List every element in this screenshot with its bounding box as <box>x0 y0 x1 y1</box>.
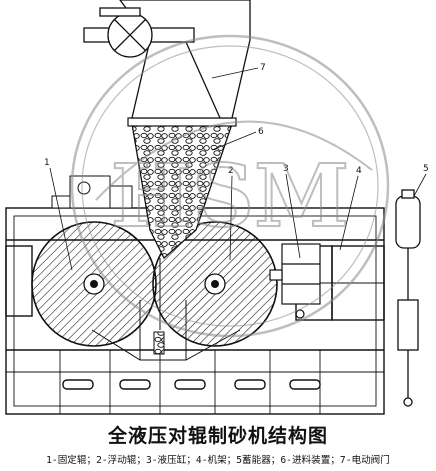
svg-text:HSM: HSM <box>111 146 350 247</box>
accumulator <box>395 189 421 407</box>
crusher-drawing: 1 2 3 4 5 6 7 HSM <box>5 0 429 415</box>
callout-leaders <box>49 67 427 271</box>
callout-2: 2 <box>228 166 234 176</box>
callout-5: 5 <box>423 164 429 174</box>
callout-3: 3 <box>283 164 289 174</box>
callout-4: 4 <box>356 166 362 176</box>
hsm-watermark: HSM <box>70 34 390 338</box>
callout-6: 6 <box>258 127 264 137</box>
electric-valve <box>83 0 251 119</box>
parts-legend: 1-固定辊；2-浮动辊；3-液压缸；4-机架；5蓄能器；6-进料装置；7-电动阀… <box>46 455 390 466</box>
hydraulic-cylinder <box>269 243 321 319</box>
floating-roll <box>152 221 278 347</box>
fixed-roll <box>31 221 157 347</box>
callout-7: 7 <box>260 63 266 73</box>
diagram-title: 全液压对辊制砂机结构图 <box>107 425 328 447</box>
callout-1: 1 <box>44 158 50 168</box>
